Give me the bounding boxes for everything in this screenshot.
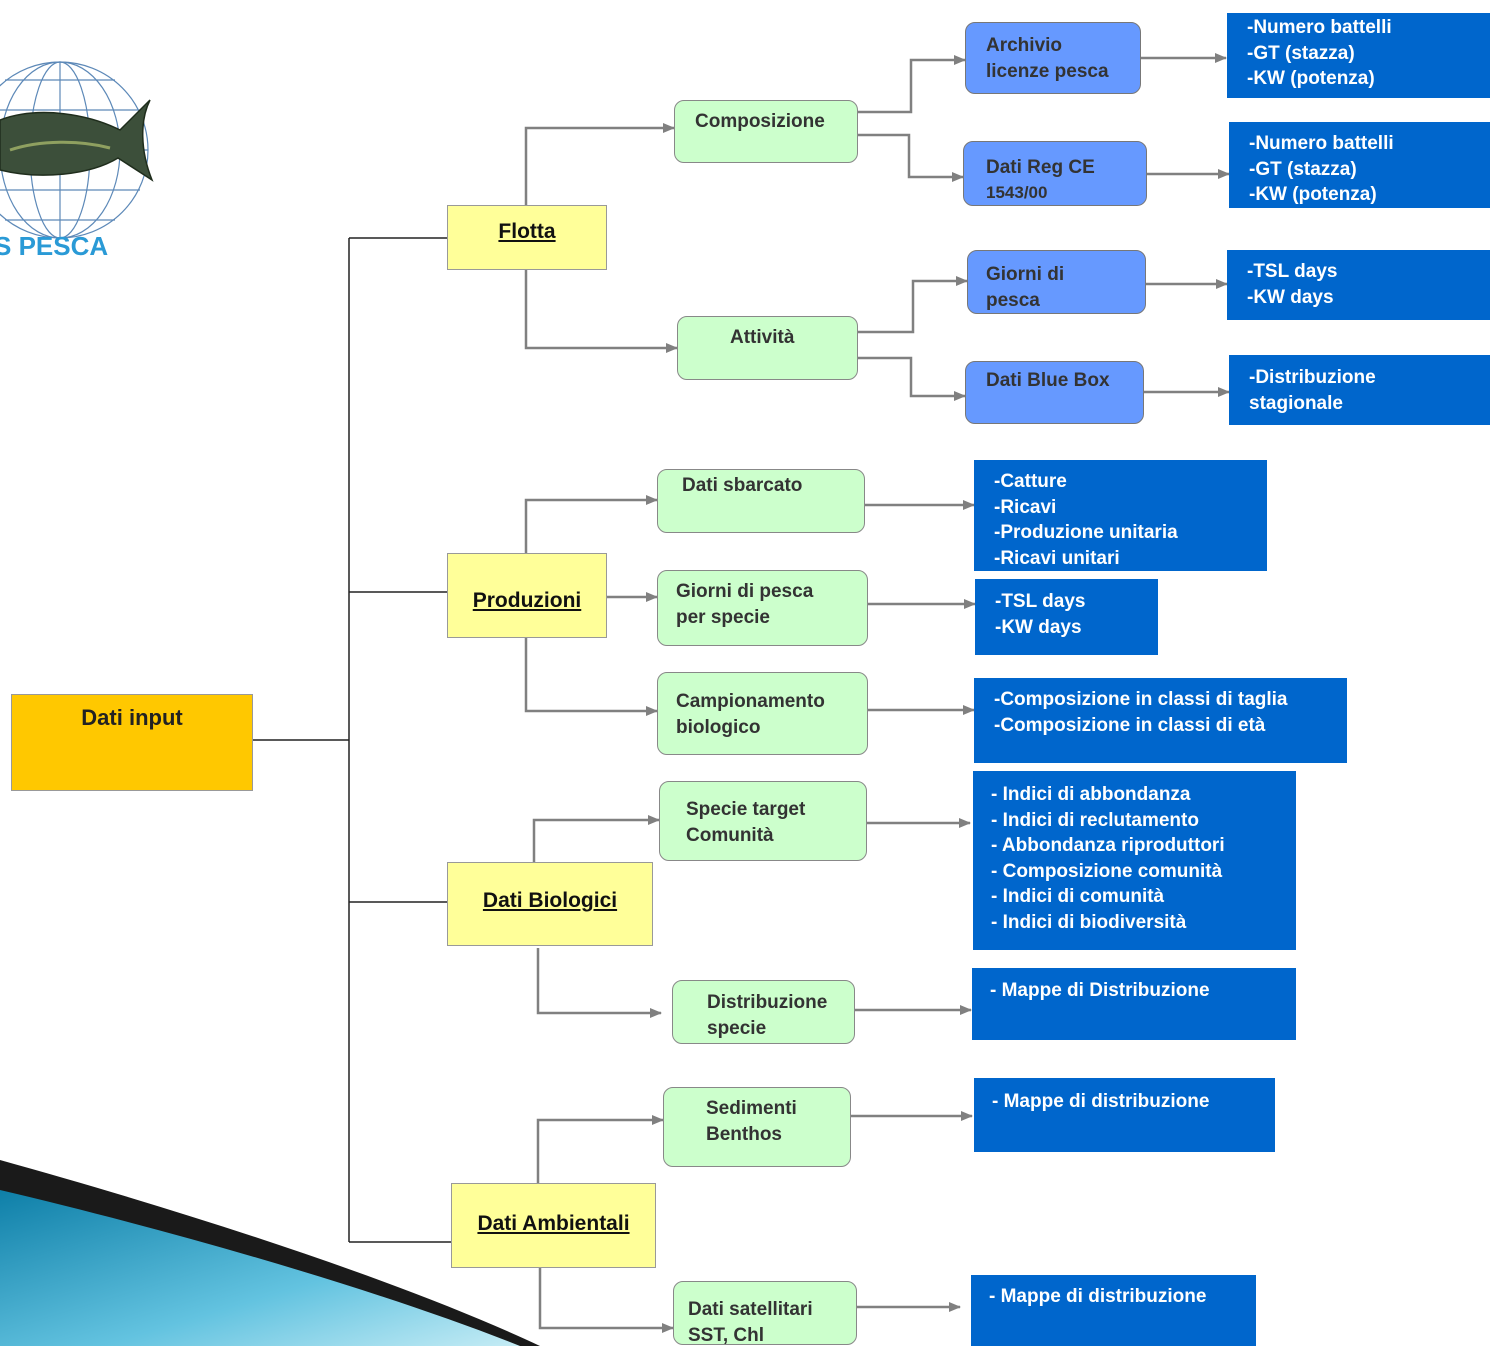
node-specie-target-line-1: Specie target (686, 799, 806, 820)
output-giorni-specie-line-2: -KW days (995, 616, 1082, 638)
category-produzioni: Produzioni (447, 553, 607, 638)
node-giorni-pesca-specie: Giorni di pesca per specie (657, 570, 868, 646)
node-giorni-di-pesca: Giorni di pesca (967, 250, 1146, 314)
output-campionamento-line-1: -Composizione in classi di taglia (994, 689, 1288, 710)
output-sbarcato: -Catture -Ricavi -Produzione unitaria -R… (974, 460, 1267, 571)
output-giorni-specie: -TSL days -KW days (975, 579, 1158, 655)
node-dati-reg-line-2: 1543/00 (986, 183, 1048, 202)
output-giorni-pesca-line-1: -TSL days (1247, 261, 1338, 282)
node-archivio-line-2: licenze pesca (986, 61, 1109, 82)
node-attivita-line-1: Attività (730, 327, 795, 348)
logo-text: S PESCA (0, 231, 108, 261)
output-archivio-line-3: -KW (potenza) (1247, 68, 1375, 89)
category-dati-ambientali: Dati Ambientali (451, 1183, 656, 1268)
logo: S PESCA (0, 60, 170, 275)
corner-decoration (0, 1160, 560, 1351)
output-archivio: -Numero battelli -GT (stazza) -KW (poten… (1227, 13, 1490, 98)
output-blue-box-line-1: -Distribuzione (1249, 367, 1376, 388)
output-distribuzione: - Mappe di Distribuzione (972, 968, 1296, 1040)
output-sbarcato-line-4: -Ricavi unitari (994, 547, 1120, 569)
node-distribuzione-line-1: Distribuzione (707, 992, 828, 1013)
category-flotta-label: Flotta (498, 220, 556, 243)
node-dati-sbarcato: Dati sbarcato (657, 469, 865, 533)
node-distribuzione-specie: Distribuzione specie (672, 980, 855, 1044)
output-blue-box-line-2: stagionale (1249, 392, 1343, 414)
output-campionamento-line-2: -Composizione in classi di età (994, 714, 1266, 736)
node-sedimenti: Sedimenti Benthos (663, 1087, 851, 1167)
category-dati-biologici: Dati Biologici (447, 862, 653, 946)
output-giorni-pesca: -TSL days -KW days (1227, 250, 1490, 320)
node-campionamento-line-2: biologico (676, 717, 761, 738)
category-flotta: Flotta (447, 205, 607, 270)
node-satellitari-line-1: Dati satellitari (688, 1299, 813, 1320)
node-archivio-licenze: Archivio licenze pesca (965, 22, 1141, 94)
node-campionamento-line-1: Campionamento (676, 691, 825, 712)
output-sedimenti: - Mappe di distribuzione (974, 1078, 1275, 1152)
node-dati-reg-line-1: Dati Reg CE (986, 157, 1095, 178)
category-produzioni-label: Produzioni (472, 589, 582, 612)
node-sedimenti-line-1: Sedimenti (706, 1098, 797, 1119)
output-specie-target-line-2: - Indici di reclutamento (991, 809, 1199, 831)
output-distribuzione-line-1: - Mappe di Distribuzione (990, 980, 1210, 1001)
output-blue-box: -Distribuzione stagionale (1229, 355, 1490, 425)
node-attivita: Attività (677, 316, 858, 380)
output-specie-target-line-6: - Indici di biodiversità (991, 911, 1187, 933)
node-specie-target: Specie target Comunità (659, 781, 867, 861)
output-giorni-pesca-line-2: -KW days (1247, 286, 1334, 308)
output-giorni-specie-line-1: -TSL days (995, 591, 1086, 612)
node-blue-box-line-1: Dati Blue Box (986, 370, 1110, 391)
output-specie-target-line-1: - Indici di abbondanza (991, 784, 1191, 805)
node-campionamento: Campionamento biologico (657, 672, 868, 755)
output-satellitari: - Mappe di distribuzione (971, 1275, 1256, 1346)
output-dati-reg-line-3: -KW (potenza) (1249, 184, 1377, 205)
output-sedimenti-line-1: - Mappe di distribuzione (992, 1091, 1210, 1112)
node-dati-reg-ce: Dati Reg CE 1543/00 (963, 141, 1147, 206)
node-giorni-pesca-line-1: Giorni di (986, 264, 1065, 285)
output-archivio-line-2: -GT (stazza) (1247, 42, 1355, 64)
dati-input-box: Dati input (11, 694, 253, 791)
node-distribuzione-line-2: specie (707, 1018, 767, 1039)
node-giorni-specie-line-1: Giorni di pesca (676, 581, 814, 602)
dati-input-label: Dati input (81, 705, 183, 730)
node-dati-blue-box: Dati Blue Box (965, 361, 1144, 424)
node-archivio-line-1: Archivio (986, 35, 1063, 56)
node-giorni-pesca-line-2: pesca (986, 290, 1040, 311)
node-giorni-specie-line-2: per specie (676, 607, 770, 628)
node-sbarcato-line-1: Dati sbarcato (682, 475, 803, 496)
output-specie-target: - Indici di abbondanza - Indici di reclu… (973, 771, 1296, 950)
output-sbarcato-line-1: -Catture (994, 471, 1067, 492)
output-sbarcato-line-3: -Produzione unitaria (994, 522, 1178, 543)
output-archivio-line-1: -Numero battelli (1247, 17, 1392, 38)
output-specie-target-line-5: - Indici di comunità (991, 886, 1165, 907)
output-dati-reg: -Numero battelli -GT (stazza) -KW (poten… (1229, 122, 1490, 208)
node-specie-target-line-2: Comunità (686, 825, 774, 846)
output-satellitari-line-1: - Mappe di distribuzione (989, 1286, 1207, 1307)
output-dati-reg-line-1: -Numero battelli (1249, 133, 1394, 154)
category-ambientali-label: Dati Ambientali (477, 1212, 630, 1235)
node-sedimenti-line-2: Benthos (706, 1124, 782, 1145)
output-dati-reg-line-2: -GT (stazza) (1249, 158, 1357, 180)
node-satellitari-line-2: SST, Chl (688, 1325, 765, 1346)
output-specie-target-line-3: - Abbondanza riproduttori (991, 835, 1225, 856)
output-sbarcato-line-2: -Ricavi (994, 496, 1057, 518)
node-composizione-line-1: Composizione (695, 111, 825, 132)
node-composizione: Composizione (674, 100, 858, 163)
node-dati-satellitari: Dati satellitari SST, Chl (673, 1281, 857, 1346)
category-biologici-label: Dati Biologici (482, 889, 618, 912)
output-specie-target-line-4: - Composizione comunità (991, 860, 1223, 882)
output-campionamento: -Composizione in classi di taglia -Compo… (974, 678, 1347, 763)
